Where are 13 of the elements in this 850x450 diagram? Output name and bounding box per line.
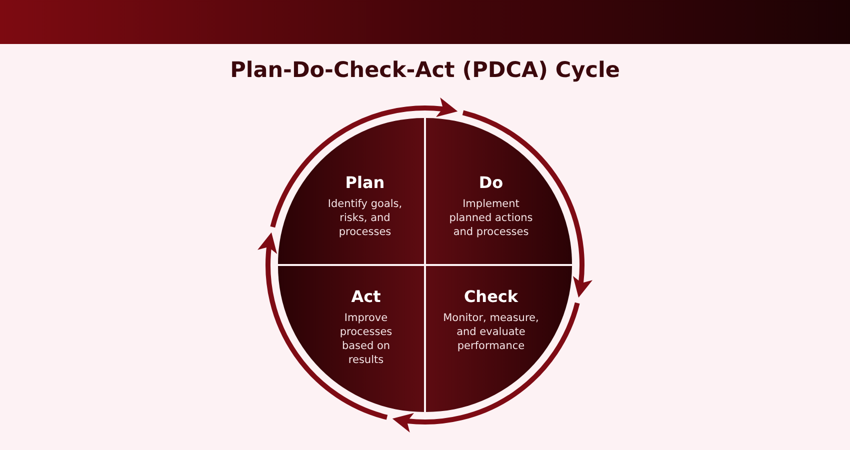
cycle-arrow <box>258 232 388 420</box>
stage-description: Monitor, measure, and evaluate performance <box>442 311 540 353</box>
stage-heading: Do <box>478 173 504 193</box>
diagram-title: Plan-Do-Check-Act (PDCA) Cycle <box>230 57 620 84</box>
stage-heading: Act <box>350 287 382 307</box>
stage-heading: Check <box>462 287 520 307</box>
cycle-arrow <box>392 302 580 432</box>
cycle-arrow <box>462 110 592 298</box>
cycle-arrow <box>270 98 458 228</box>
stage-description: Improve processes based on results <box>338 311 394 367</box>
stage-description: Implement planned actions and processes <box>448 197 534 239</box>
stage-description: Identify goals, risks, and processes <box>326 197 404 239</box>
stage-heading: Plan <box>344 173 386 193</box>
